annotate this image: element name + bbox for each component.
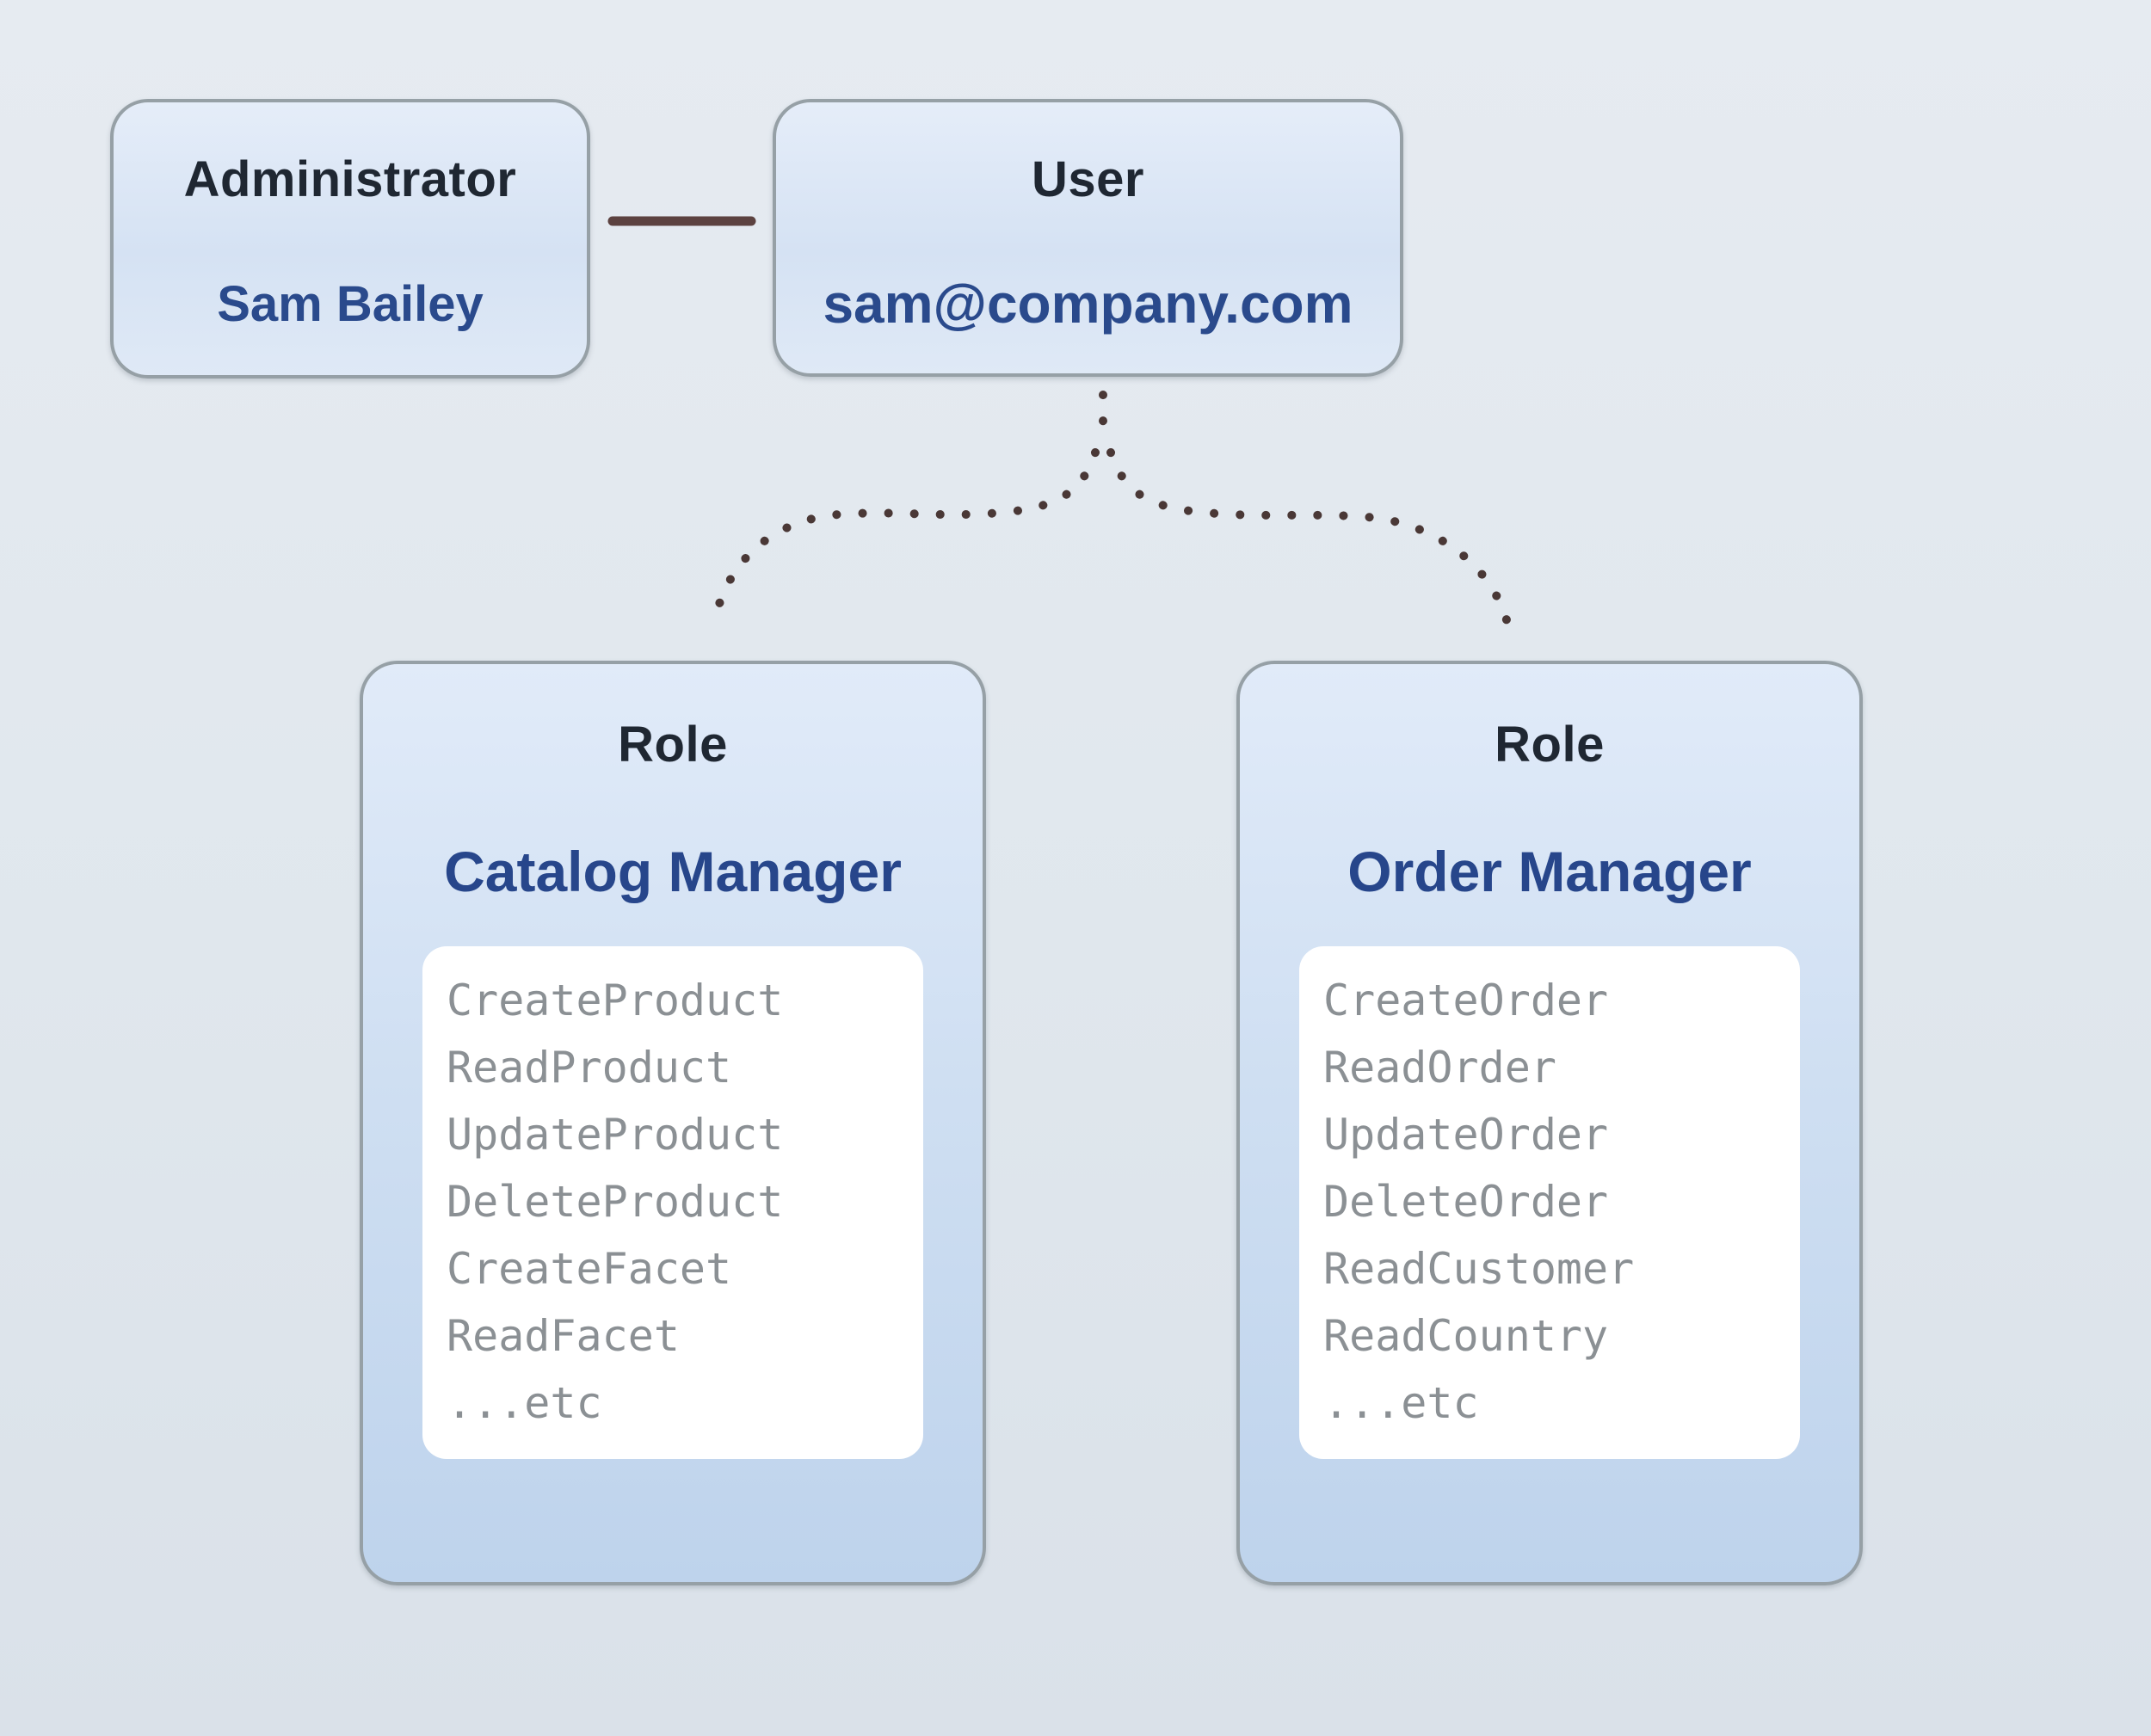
permission-item: ReadFacet [447,1311,680,1361]
permission-item: CreateOrder [1323,976,1609,1025]
permission-item: ReadProduct [447,1043,732,1093]
permission-item: UpdateProduct [447,1110,784,1160]
user-role-right-dotted-connector [1106,448,1512,627]
administrator-box-title: Administrator [183,151,517,207]
permission-item: ...etc [447,1378,602,1428]
administrator-box: Administrator Sam Bailey [110,99,590,379]
user-box: User sam@company.com [773,99,1403,377]
permission-item: CreateProduct [447,976,784,1025]
permission-item: DeleteOrder [1323,1177,1609,1227]
permission-item: ReadOrder [1323,1043,1556,1093]
permission-item: CreateFacet [447,1244,732,1294]
user-email: sam@company.com [823,273,1353,335]
administrator-name: Sam Bailey [217,276,484,332]
permission-item: UpdateOrder [1323,1110,1609,1160]
permission-item: ...etc [1323,1378,1479,1428]
role-right-name: Order Manager [1347,840,1752,903]
permission-item: ReadCountry [1323,1311,1609,1361]
user-role-left-dotted-connector [710,448,1100,627]
role-left-title: Role [618,717,728,773]
role-right-title: Role [1495,717,1605,773]
permission-item: ReadCustomer [1323,1244,1635,1294]
permission-item: DeleteProduct [447,1177,784,1227]
user-box-title: User [1032,151,1144,207]
role-left-name: Catalog Manager [444,840,902,903]
